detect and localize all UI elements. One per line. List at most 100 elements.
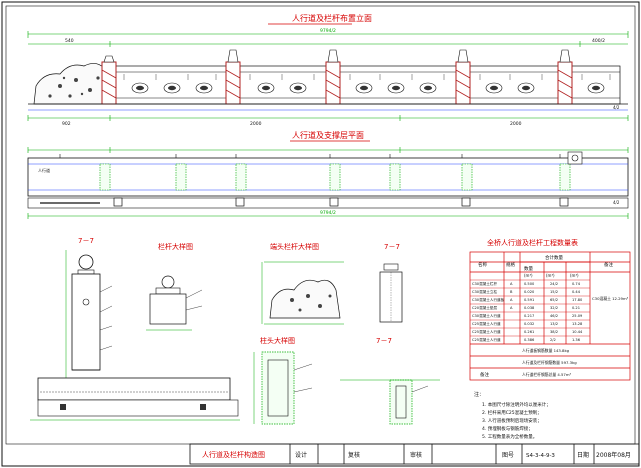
- quantity-table-frame: [469, 251, 631, 381]
- elevation-title: 人行道及栏杆布置立面: [292, 13, 372, 23]
- table-cell: C25混凝土人行道: [472, 321, 501, 326]
- table-cell: 0.500: [524, 282, 535, 286]
- elevation-bottom-mid1-text: 2000: [250, 121, 262, 127]
- table-cell: A: [510, 306, 513, 310]
- table-cell: 13.28: [572, 322, 583, 326]
- table-cell: C30混凝土栏杆: [472, 281, 497, 286]
- section-b-title: 7－7: [384, 243, 400, 251]
- table-summary-2: 人行道及栏杆钢筋数量 597.3kg: [522, 360, 577, 365]
- elevation-end-mark: 4/2: [613, 105, 620, 110]
- table-cell: 65/2: [550, 298, 558, 302]
- notes-item: 5. 工程数量表为全桥数量。: [482, 433, 537, 440]
- table-cell: A: [510, 298, 513, 302]
- elevation-pillar-4: [455, 49, 471, 105]
- plan-post-squares: [113, 197, 569, 207]
- table-cell: 0.020: [524, 290, 535, 294]
- table-cell: C30混凝土人行道: [472, 313, 501, 318]
- end-detail-title: 端头栏杆大样图: [270, 242, 319, 251]
- table-cell: 0.74: [572, 282, 581, 286]
- elevation-bottom-left-text: 902: [62, 121, 71, 127]
- table-cell: B: [510, 290, 513, 294]
- notes-item: 3. 人行道板预制后现场安装；: [482, 417, 542, 424]
- table-cell: 0.038: [524, 306, 535, 310]
- table-cell: 25.09: [572, 314, 583, 318]
- plan-bottom-dimension: [27, 213, 629, 219]
- table-cell: 0.032: [524, 322, 534, 326]
- table-cell: 17.80: [572, 298, 583, 302]
- section-a-title: 7－7: [78, 237, 94, 245]
- table-header-qty: 数量: [524, 265, 533, 272]
- elevation-end-block: [33, 63, 109, 105]
- notes-item: 2. 栏杆采用C25混凝土预制；: [482, 409, 542, 416]
- table-cell: 13/2: [550, 322, 558, 326]
- table-cell: C30混凝土立柱: [472, 289, 497, 294]
- railing-detail-drawing: [146, 275, 203, 331]
- notes-item: 1. 本图尺寸除注明外均以厘米计；: [482, 401, 551, 408]
- title-block-design-label: 设计: [295, 451, 307, 459]
- table-cell: 1.36: [572, 338, 581, 342]
- post-detail-title: 柱头大样图: [260, 336, 295, 345]
- title-block-sheet-value: S4-3-4-9-3: [526, 453, 555, 459]
- elevation-right-dim-text: 400/2: [592, 38, 605, 44]
- table-header-spec: 规格: [506, 261, 515, 268]
- quantity-table-rows: [470, 279, 590, 337]
- section-a-labels: [99, 285, 113, 351]
- notes-item: 4. 预埋钢板与钢筋焊接；: [482, 425, 533, 432]
- elevation-pillar-2: [225, 49, 241, 105]
- table-title: 全桥人行道及栏杆工程数量表: [487, 238, 578, 247]
- section-c-title: 7－7: [376, 337, 392, 345]
- table-cell: 15/2: [550, 290, 558, 294]
- table-cell: 0.21: [572, 306, 580, 310]
- post-detail-drawing: [253, 351, 313, 425]
- table-summary-1: 人行道板钢筋数量 143.8kg: [522, 348, 570, 353]
- table-cell: C20混凝土垫层: [472, 305, 497, 310]
- plan-title: 人行道及支撑层平面: [292, 130, 364, 140]
- end-detail-drawing: [261, 261, 344, 325]
- plan-side-label: 人行道: [38, 167, 50, 173]
- plan-top-dimension: [27, 147, 629, 153]
- table-cell: C25混凝土人行道: [472, 329, 501, 334]
- plan-drain-box: [567, 151, 583, 165]
- title-block-date-label: 日期: [577, 451, 589, 459]
- table-cell: C30混凝土人行道板: [472, 297, 505, 302]
- table-header-name: 名称: [478, 261, 487, 268]
- table-cell: 0.591: [524, 298, 534, 302]
- elevation-railing-band: [109, 65, 621, 105]
- notes-heading: 注：: [474, 391, 484, 398]
- elevation-ornament-panels: [131, 82, 605, 94]
- table-sub-header-1: (m³): [524, 273, 533, 278]
- elevation-deck: [28, 103, 628, 111]
- section-c-drawing: [340, 379, 440, 425]
- plan-top-ticks: [59, 154, 561, 158]
- title-block-date-value: 2008年08月: [596, 451, 631, 459]
- elevation-pillar-1: [101, 55, 117, 105]
- table-cell: 46/2: [550, 314, 558, 318]
- title-block-check-label: 复核: [348, 451, 360, 459]
- plan-end-mark: 4/2: [613, 200, 620, 205]
- elevation-balusters: [123, 74, 611, 80]
- table-cell: 24/2: [550, 282, 558, 286]
- elevation-sub-dimension: [28, 41, 628, 47]
- table-remark-label: 备注: [480, 371, 489, 378]
- table-cell: C25混凝土人行道: [472, 337, 501, 342]
- plan-post-cells: [99, 163, 571, 191]
- table-sub-header-3: (m³): [570, 273, 579, 278]
- table-cell: 38/2: [550, 330, 558, 334]
- table-header-total: 合计数量: [545, 254, 563, 261]
- sidewalk-slab-section: [30, 377, 240, 421]
- elevation-bottom-dimension: [27, 115, 629, 121]
- table-cell: 2/2: [550, 338, 556, 342]
- title-block-review-label: 审核: [410, 451, 422, 459]
- table-cell: A: [510, 282, 513, 286]
- table-note-side: C30混凝土 12.29m³: [592, 296, 629, 301]
- elevation-pillar-5: [557, 49, 573, 105]
- table-cell: 0.386: [524, 338, 535, 342]
- table-cell: 0.217: [524, 314, 534, 318]
- table-cell: 32/2: [550, 306, 558, 310]
- table-cell: 0.261: [524, 330, 534, 334]
- elevation-left-dim-text: 540: [65, 38, 74, 44]
- table-cell: 10.44: [572, 330, 583, 334]
- section-b-drawing: [379, 263, 403, 323]
